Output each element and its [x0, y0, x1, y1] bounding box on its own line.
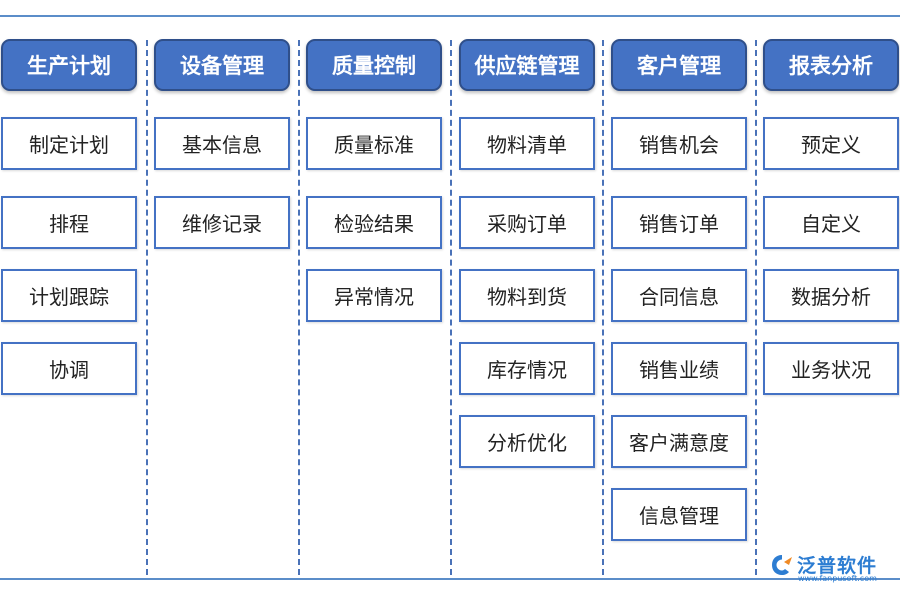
- column-customer-management: 客户管理 销售机会 销售订单 合同信息 销售业绩 客户满意度 信息管理: [611, 0, 747, 600]
- column-header: 生产计划: [1, 39, 137, 91]
- top-rule: [0, 15, 900, 17]
- item-box: 分析优化: [459, 415, 595, 468]
- item-box: 自定义: [763, 196, 899, 249]
- column-equipment-management: 设备管理 基本信息 维修记录: [154, 0, 290, 600]
- item-box: 数据分析: [763, 269, 899, 322]
- item-box: 排程: [1, 196, 137, 249]
- item-box: 销售机会: [611, 117, 747, 170]
- item-box: 销售订单: [611, 196, 747, 249]
- item-box: 业务状况: [763, 342, 899, 395]
- column-separator: [755, 40, 757, 575]
- column-header: 质量控制: [306, 39, 442, 91]
- column-separator: [602, 40, 604, 575]
- item-box: 维修记录: [154, 196, 290, 249]
- column-separator: [298, 40, 300, 575]
- brand-logo: 泛普软件 www.fanpusoft.com: [770, 551, 894, 583]
- item-box: 物料清单: [459, 117, 595, 170]
- item-box: 质量标准: [306, 117, 442, 170]
- column-production-planning: 生产计划 制定计划 排程 计划跟踪 协调: [1, 0, 137, 600]
- logo-mark-icon: [772, 555, 792, 575]
- column-separator: [146, 40, 148, 575]
- column-report-analysis: 报表分析 预定义 自定义 数据分析 业务状况: [763, 0, 899, 600]
- item-box: 异常情况: [306, 269, 442, 322]
- item-box: 信息管理: [611, 488, 747, 541]
- item-box: 协调: [1, 342, 137, 395]
- logo-name: 泛普软件: [797, 555, 878, 577]
- column-header: 客户管理: [611, 39, 747, 91]
- column-header: 设备管理: [154, 39, 290, 91]
- item-box: 预定义: [763, 117, 899, 170]
- item-box: 销售业绩: [611, 342, 747, 395]
- column-header: 供应链管理: [459, 39, 595, 91]
- item-box: 基本信息: [154, 117, 290, 170]
- item-box: 库存情况: [459, 342, 595, 395]
- item-box: 计划跟踪: [1, 269, 137, 322]
- column-quality-control: 质量控制 质量标准 检验结果 异常情况: [306, 0, 442, 600]
- item-box: 检验结果: [306, 196, 442, 249]
- column-supply-chain: 供应链管理 物料清单 采购订单 物料到货 库存情况 分析优化: [459, 0, 595, 600]
- item-box: 采购订单: [459, 196, 595, 249]
- item-box: 制定计划: [1, 117, 137, 170]
- item-box: 合同信息: [611, 269, 747, 322]
- item-box: 物料到货: [459, 269, 595, 322]
- bottom-rule: [0, 578, 900, 580]
- item-box: 客户满意度: [611, 415, 747, 468]
- column-separator: [450, 40, 452, 575]
- logo-url: www.fanpusoft.com: [798, 574, 877, 583]
- column-header: 报表分析: [763, 39, 899, 91]
